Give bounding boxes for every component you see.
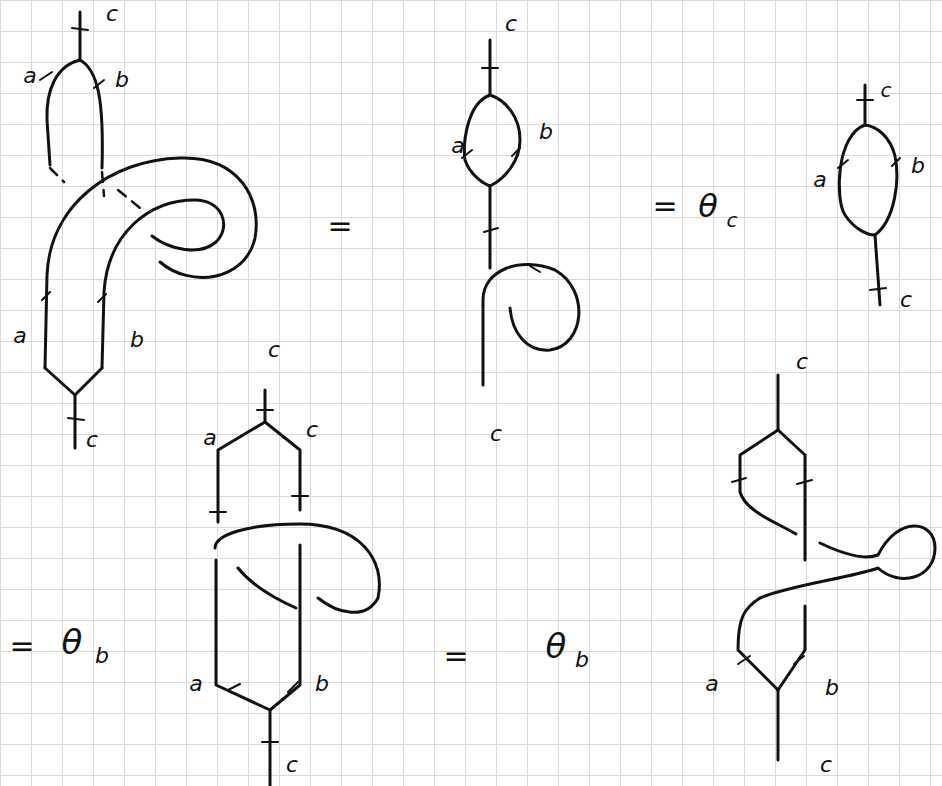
strand-label: b	[539, 121, 553, 143]
equals-sign: =	[9, 631, 34, 661]
strand-label: c	[490, 423, 502, 445]
strand-label: b	[130, 329, 144, 351]
strand-label: a	[189, 673, 202, 695]
strand-label: c	[286, 754, 298, 776]
strand-label: a	[203, 427, 216, 449]
twist-factor: θ	[62, 625, 83, 659]
strand-label: c	[727, 210, 738, 230]
strand-label: c	[86, 429, 98, 451]
strand-label: b	[575, 649, 589, 671]
strand-label: c	[268, 339, 280, 361]
strand-label: b	[315, 673, 329, 695]
strand-label: a	[451, 135, 464, 157]
strand-label: c	[900, 289, 912, 311]
strand-label: a	[13, 325, 26, 347]
strand-label: b	[911, 155, 925, 177]
strand-label: c	[106, 3, 118, 25]
strand-label: c	[881, 80, 892, 100]
strand-label: b	[95, 645, 109, 667]
equals-sign: =	[652, 191, 677, 221]
strand-label: c	[505, 13, 517, 35]
strand-label: c	[820, 754, 832, 776]
twist-factor: θ	[546, 629, 567, 663]
strand-label: b	[825, 677, 839, 699]
strand-label: c	[306, 419, 318, 441]
strand-label: a	[23, 65, 36, 87]
equals-sign: =	[443, 641, 468, 671]
strand-label: c	[796, 351, 808, 373]
twist-factor: θ	[698, 190, 718, 222]
strand-label: a	[705, 673, 718, 695]
equals-sign: =	[327, 211, 352, 241]
strand-label: a	[813, 169, 826, 191]
strand-label: b	[115, 69, 129, 91]
